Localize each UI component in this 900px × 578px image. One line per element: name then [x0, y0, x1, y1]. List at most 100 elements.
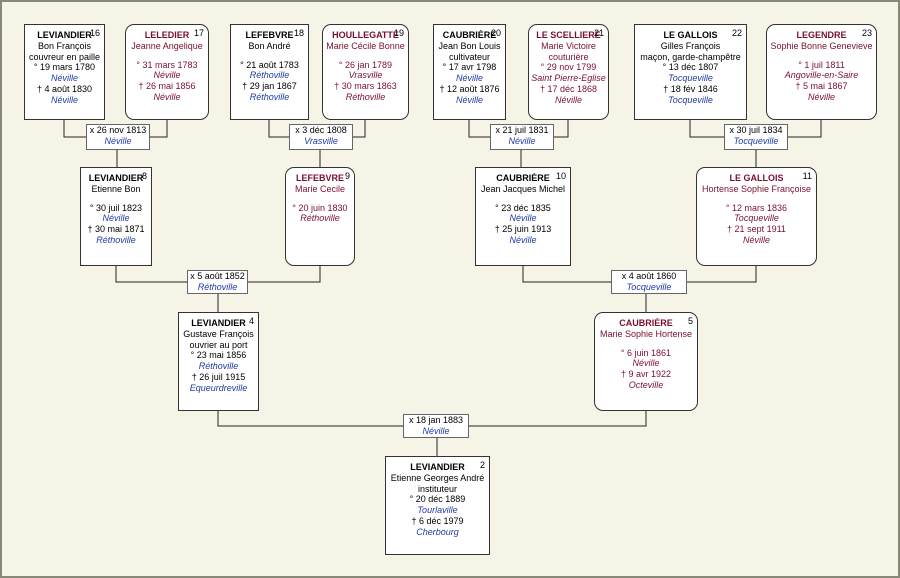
spacer: [697, 195, 816, 203]
person-surname: CAUBRIÈRE: [496, 173, 550, 183]
person-given-name: Marie Sophie Hortense: [599, 328, 693, 339]
marriage-place: Vrasville: [304, 136, 338, 146]
death-date: † 29 jan 1867: [242, 81, 297, 92]
death-place: Réthoville: [345, 91, 386, 102]
death-date: † 30 mars 1863: [334, 81, 397, 92]
person-surname: CAUBRIÈRE: [442, 30, 497, 40]
person-occupation: instituteur: [417, 483, 458, 494]
death-place: Néville: [455, 94, 483, 105]
person-surname: LEFEBVRE: [295, 173, 344, 183]
birth-place: Tocqueville: [734, 213, 779, 224]
person-occupation: couvreur en paille: [28, 51, 101, 62]
birth-date: ° 30 juil 1823: [89, 202, 143, 213]
death-place: Néville: [153, 91, 181, 102]
marriage-place: Néville: [508, 136, 536, 146]
death-date: † 12 août 1876: [439, 83, 500, 94]
birth-date: ° 17 avr 1798: [442, 62, 497, 73]
spacer: [126, 52, 208, 60]
person-occupation: couturière: [548, 51, 589, 62]
birth-date: ° 26 jan 1789: [338, 59, 393, 70]
birth-place: Néville: [153, 70, 181, 81]
person-surname: HOULLEGATTE: [332, 30, 399, 40]
marriage-date: x 26 nov 1813: [89, 125, 147, 135]
sosa-number: 16: [89, 28, 100, 38]
birth-place: Néville: [455, 73, 483, 84]
marriage-place: Tocqueville: [733, 136, 779, 146]
marriage-date: x 30 juil 1834: [729, 125, 783, 135]
person-surname: LEFEBVRE: [245, 30, 294, 40]
sosa-number: 20: [490, 28, 501, 38]
person-surname: CAUBRIÈRE: [619, 318, 673, 328]
birth-date: ° 23 mai 1856: [190, 350, 247, 361]
sosa-number: 2: [479, 460, 485, 470]
death-date: † 5 mai 1867: [795, 81, 848, 92]
marriage-date: x 4 août 1860: [621, 271, 677, 281]
person-surname: LE SCELLIERE: [536, 30, 601, 40]
person-occupation: maçon, garde-champêtre: [640, 51, 741, 62]
death-date: † 21 sept 1911: [727, 224, 786, 235]
birth-date: ° 21 août 1783: [240, 59, 299, 70]
person-given-name: Bon François: [37, 40, 92, 51]
marriage-date: x 21 juil 1831: [495, 125, 549, 135]
marriage-place: Tocqueville: [626, 282, 672, 292]
sosa-number: 22: [731, 28, 742, 38]
sosa-number: 10: [555, 171, 566, 181]
person-given-name: Jeanne Angelique: [131, 40, 203, 51]
birth-place: Néville: [509, 213, 537, 224]
person-given-name: Marie Victoire: [541, 40, 596, 51]
death-place: Réthoville: [96, 234, 136, 245]
death-date: † 9 avr 1922: [620, 369, 672, 380]
spacer: [81, 195, 151, 203]
spacer: [767, 52, 876, 60]
death-date: † 26 mai 1856: [138, 81, 196, 92]
death-place: Néville: [807, 91, 835, 102]
person-given-name: Marie Cécile Bonne: [326, 40, 405, 51]
spacer: [595, 340, 697, 348]
birth-date: ° 20 juin 1830: [292, 202, 348, 213]
marriage-place: Néville: [104, 136, 132, 146]
sosa-number: 23: [861, 28, 872, 38]
person-given-name: Hortense Sophie Françoise: [701, 183, 812, 194]
death-place: Réthoville: [249, 91, 290, 102]
person-given-name: Jean Bon Louis: [438, 40, 501, 51]
sosa-number: 5: [687, 316, 693, 326]
birth-date: ° 12 mars 1836: [725, 202, 788, 213]
marriage-date: x 3 déc 1808: [295, 125, 347, 135]
birth-place: Réthoville: [249, 70, 290, 81]
birth-place: Saint Pierre-Eglise: [531, 73, 606, 84]
birth-place: Réthoville: [300, 213, 340, 224]
death-date: † 4 août 1830: [36, 83, 93, 94]
sosa-number: 21: [593, 28, 604, 38]
person-surname: LELEDIER: [144, 30, 190, 40]
death-date: † 30 mai 1871: [87, 224, 145, 235]
marriage-date: x 5 août 1852: [190, 271, 245, 281]
death-date: † 6 déc 1979: [411, 515, 464, 526]
birth-place: Tourlaville: [417, 505, 458, 516]
marriage-place: Réthoville: [197, 282, 238, 292]
death-place: Néville: [554, 94, 582, 105]
death-place: Néville: [742, 234, 770, 245]
person-surname: LE GALLOIS: [729, 173, 784, 183]
sosa-number: 8: [141, 171, 147, 181]
birth-place: Néville: [632, 358, 660, 369]
